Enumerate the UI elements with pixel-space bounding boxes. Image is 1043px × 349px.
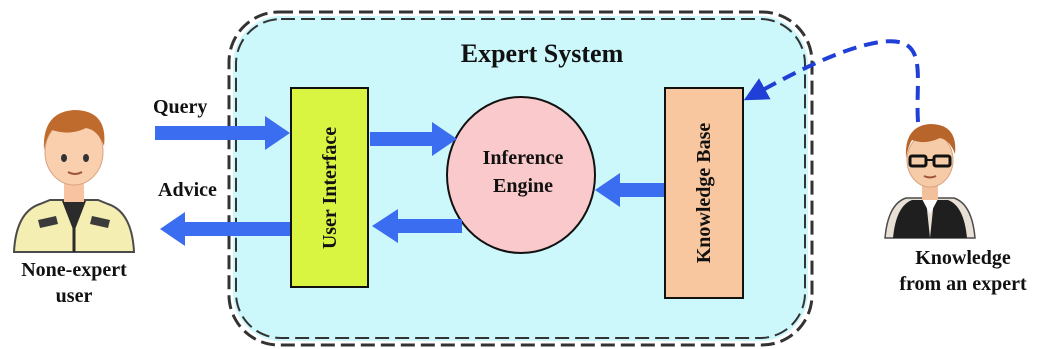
non-expert-label-line1: None-expert [21, 259, 127, 281]
flow-arrows [155, 116, 664, 246]
knowledge-to-inference-arrow [595, 173, 664, 207]
diagram-title: Expert System [461, 39, 624, 68]
inference-engine-circle [446, 96, 596, 254]
ui-to-inference-arrow [370, 122, 457, 156]
inference-engine-label-line1: Inference [483, 147, 564, 169]
knowledge-base-box [664, 87, 744, 299]
expert-label-line2: from an expert [899, 273, 1027, 295]
non-expert-user-figure [12, 110, 136, 253]
expert-label-line1: Knowledge [915, 247, 1011, 269]
expert-figure [884, 124, 976, 239]
knowledge-base-label: Knowledge Base [693, 123, 715, 264]
inference-to-ui-arrow [372, 209, 462, 243]
user-interface-label: User Interface [319, 127, 341, 249]
advice-label: Advice [158, 179, 217, 201]
query-arrow [155, 116, 290, 150]
user-interface-box [290, 87, 369, 288]
query-label: Query [153, 96, 207, 118]
expert-to-knowledge-base-link [743, 39, 920, 123]
inference-engine-label-line2: Engine [493, 175, 553, 197]
advice-arrow [160, 212, 290, 246]
non-expert-label-line2: user [56, 285, 93, 307]
